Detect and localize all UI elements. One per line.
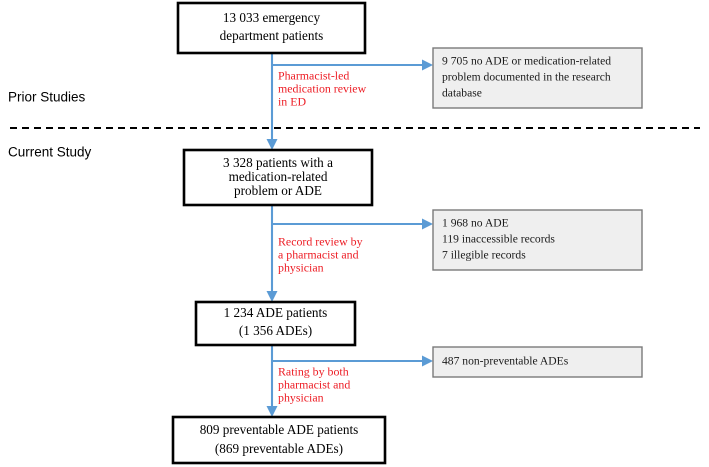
- arrowhead-box2-to-box3: [266, 291, 278, 302]
- exclusion-box-2[interactable]: 1 968 no ADE 119 inaccessible records 7 …: [432, 209, 643, 271]
- annotation-3-line-3: physician: [278, 391, 324, 405]
- exclusion-box-2-line-1: 1 968 no ADE: [442, 217, 509, 230]
- main-box-2-line-2: medication-related: [229, 169, 328, 184]
- main-box-4-line-1: 809 preventable ADE patients: [200, 422, 359, 437]
- exclusion-box-1-line-3: database: [442, 87, 482, 100]
- arrowhead-box1-to-box2: [266, 139, 278, 150]
- main-box-2[interactable]: 3 328 patients with a medication-related…: [182, 148, 374, 207]
- exclusion-box-1-rect: [432, 47, 643, 109]
- exclusion-box-2-line-2: 119 inaccessible records: [442, 233, 555, 246]
- main-box-3-rect: [194, 300, 357, 347]
- annotation-3-line-2: pharmacist and: [278, 378, 350, 392]
- exclusion-box-3-line-1: 487 non-preventable ADEs: [442, 355, 569, 368]
- annotation-2-line-1: Record review by: [278, 235, 363, 249]
- main-box-3-line-1: 1 234 ADE patients: [224, 305, 328, 320]
- annotation-3-line-1: Rating by both: [278, 365, 349, 379]
- main-box-4[interactable]: 809 preventable ADE patients (869 preven…: [171, 415, 387, 465]
- annotation-2: Record review by a pharmacist and physic…: [278, 235, 363, 275]
- annotation-3: Rating by both pharmacist and physician: [278, 365, 350, 405]
- section-label-current-study: Current Study: [8, 145, 92, 160]
- main-box-4-line-2: (869 preventable ADEs): [215, 441, 343, 456]
- annotation-1-line-3: in ED: [278, 95, 306, 109]
- annotation-2-line-2: a pharmacist and: [278, 248, 359, 262]
- exclusion-box-2-line-3: 7 illegible records: [442, 249, 526, 262]
- arrowhead-box3-to-exclusion3: [422, 355, 433, 367]
- exclusion-box-3-rect: [432, 346, 643, 378]
- main-box-1[interactable]: 13 033 emergency department patients: [176, 1, 367, 55]
- exclusion-box-2-rect: [432, 209, 643, 271]
- main-box-2-line-1: 3 328 patients with a: [223, 155, 333, 170]
- main-box-3-line-2: (1 356 ADEs): [239, 323, 312, 338]
- annotation-1: Pharmacist-led medication review in ED: [278, 69, 367, 109]
- exclusion-box-1-line-1: 9 705 no ADE or medication-related: [442, 55, 611, 68]
- exclusion-box-1[interactable]: 9 705 no ADE or medication-related probl…: [432, 47, 643, 109]
- main-box-4-rect: [171, 415, 387, 465]
- annotation-1-line-1: Pharmacist-led: [278, 69, 349, 83]
- main-box-2-rect: [182, 148, 374, 207]
- arrowhead-box1-to-exclusion1: [422, 59, 433, 71]
- main-box-1-line-1: 13 033 emergency: [223, 10, 321, 25]
- main-box-3[interactable]: 1 234 ADE patients (1 356 ADEs): [194, 300, 357, 347]
- exclusion-box-3[interactable]: 487 non-preventable ADEs: [432, 346, 643, 378]
- main-box-1-line-2: department patients: [220, 28, 324, 43]
- section-label-prior-studies: Prior Studies: [8, 90, 86, 105]
- main-box-2-line-3: problem or ADE: [234, 183, 322, 198]
- annotation-1-line-2: medication review: [278, 82, 367, 96]
- main-box-1-rect: [176, 1, 367, 55]
- arrowhead-box3-to-box4: [266, 406, 278, 417]
- arrowhead-box2-to-exclusion2: [422, 218, 433, 230]
- exclusion-box-1-line-2: problem documented in the research: [442, 71, 611, 84]
- annotation-2-line-3: physician: [278, 261, 324, 275]
